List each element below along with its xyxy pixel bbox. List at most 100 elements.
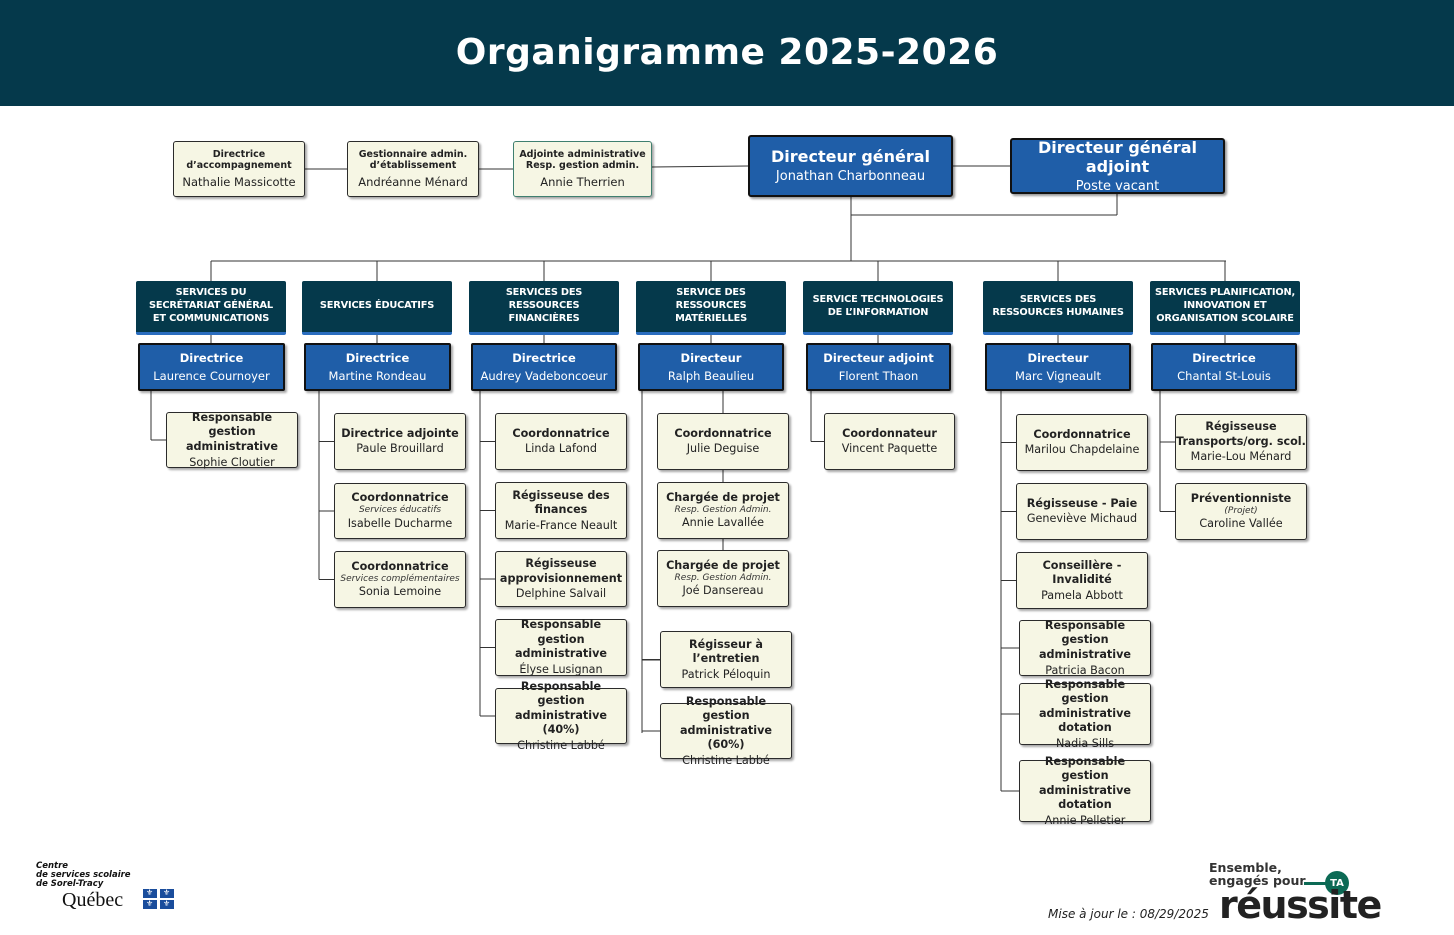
service-name: SERVICE TECHNOLOGIES DE L’INFORMATION [812,293,944,318]
director-name: Audrey Vadeboncoeur [480,368,608,383]
director-title: Directeur [1027,351,1089,366]
staff-title: Responsable gestion administrative dotat… [1039,677,1131,735]
org-name: Centre de services scolaire de Sorel-Tra… [36,861,131,889]
staff-subtitle: Resp. Gestion Admin. [674,504,772,515]
staff-name: Delphine Salvail [515,587,607,601]
director-name: Martine Rondeau [328,368,427,383]
staff-name: Joé Dansereau [682,584,764,598]
staff-name: Christine Labbé [682,753,770,767]
director-title: Directeur adjoint [823,351,934,366]
director-title: Directeur [680,351,742,366]
staff-title: Directrice adjointe [341,426,459,440]
service-name: SERVICES PLANIFICATION, INNOVATION ET OR… [1154,287,1296,324]
staff-card: Responsable gestion administrative dotat… [1019,755,1151,827]
staff-subtitle: (Projet) [1224,505,1258,516]
assistant-name: Annie Therrien [540,175,625,190]
staff-name: Christine Labbé [517,738,605,752]
service-name: SERVICE DES RESSOURCES MATÉRIELLES [675,287,747,324]
staff-title: Régisseur à l’entretien [689,637,763,666]
staff-name: Pamela Abbott [1041,588,1123,602]
staff-name: Patrick Péloquin [681,667,771,681]
quebec-flag-icon: ⚜ ⚜ ⚜ ⚜ [143,889,174,909]
update-date: Mise à jour le : 08/29/2025 [1048,907,1209,921]
staff-name: Isabelle Ducharme [347,516,453,530]
slogan-text: Ensemble, engagés pour [1209,860,1306,889]
staff-name: Geneviève Michaud [1026,512,1138,526]
service-name: SERVICES DES RESSOURCES FINANCIÈRES [505,287,583,324]
service-name: SERVICES ÉDUCATIFS [319,300,435,312]
service-name: SERVICES DES RESSOURCES HUMAINES [992,293,1124,318]
staff-title: Régisseuse des finances [512,488,610,517]
staff-title: Responsable gestion administrative [1039,618,1131,661]
staff-card: Responsable gestion administrative dotat… [1019,678,1151,750]
staff-name: Patricia Bacon [1045,663,1125,677]
staff-name: Marilou Chapdelaine [1024,443,1140,457]
dg-title: Directeur général [770,147,931,167]
staff-subtitle: Resp. Gestion Admin. [674,572,772,583]
staff-title: Conseillère - Invalidité [1042,558,1122,587]
staff-name: Linda Lafond [524,442,597,456]
service-header: SERVICES DES RESSOURCES FINANCIÈRES [469,281,619,335]
director-name: Florent Thaon [838,368,919,383]
staff-name: Élyse Lusignan [519,663,603,677]
staff-name: Vincent Paquette [841,442,938,456]
staff-name: Marie-Lou Ménard [1190,450,1292,464]
director-name: Ralph Beaulieu [667,368,755,383]
assistant-title: Gestionnaire admin. d’établissement [358,148,468,172]
staff-title: Coordonnatrice [512,426,610,440]
staff-title: Coordonnateur [842,426,937,440]
director-name: Chantal St-Louis [1177,368,1271,383]
assistant-title: Directrice d’accompagnement [186,148,292,172]
staff-subtitle: Services éducatifs [358,505,442,515]
page-header: Organigramme 2025-2026 [0,0,1454,106]
staff-title: Responsable gestion administrative dotat… [1039,754,1131,812]
slogan-big-text: réussite [1219,883,1382,927]
director-name: Marc Vigneault [1015,368,1101,383]
staff-name: Caroline Vallée [1199,517,1283,531]
dg-name: Jonathan Charbonneau [775,168,926,184]
assistant-title: Adjointe administrative Resp. gestion ad… [519,148,646,172]
staff-title: Responsable gestion administrative [515,618,607,661]
staff-title: Coordonnatrice [351,491,449,505]
director-title: Directrice [512,351,576,366]
staff-title: Chargée de projet [666,490,780,504]
quebec-wordmark: Québec [62,889,124,911]
assistant-card: Adjointe administrative Resp. gestion ad… [513,141,652,197]
staff-title: Chargée de projet [666,558,780,572]
staff-name: Sonia Lemoine [358,585,442,599]
slogan-dash [1304,882,1326,885]
dga-title: Directeur général adjoint [1037,137,1198,177]
director-title: Directrice [1192,351,1256,366]
staff-card: Régisseuse Transports/org. scol.Marie-Lo… [1175,414,1307,470]
assistant-name: Nathalie Massicotte [182,175,296,190]
page-title: Organigramme 2025-2026 [455,32,999,73]
ta-badge: TA [1325,871,1349,895]
staff-name: Julie Deguise [686,442,760,456]
service-header: SERVICES DU SECRÉTARIAT GÉNÉRAL ET COMMU… [136,281,286,335]
staff-name: Nadia Sills [1055,736,1115,750]
staff-subtitle: Services complémentaires [340,573,460,584]
service-header: SERVICE DES RESSOURCES MATÉRIELLES [636,281,786,335]
staff-title: Régisseuse - Paie [1026,496,1138,510]
css-sorel-tracy-logo: Centre de services scolaire de Sorel-Tra… [36,862,186,922]
